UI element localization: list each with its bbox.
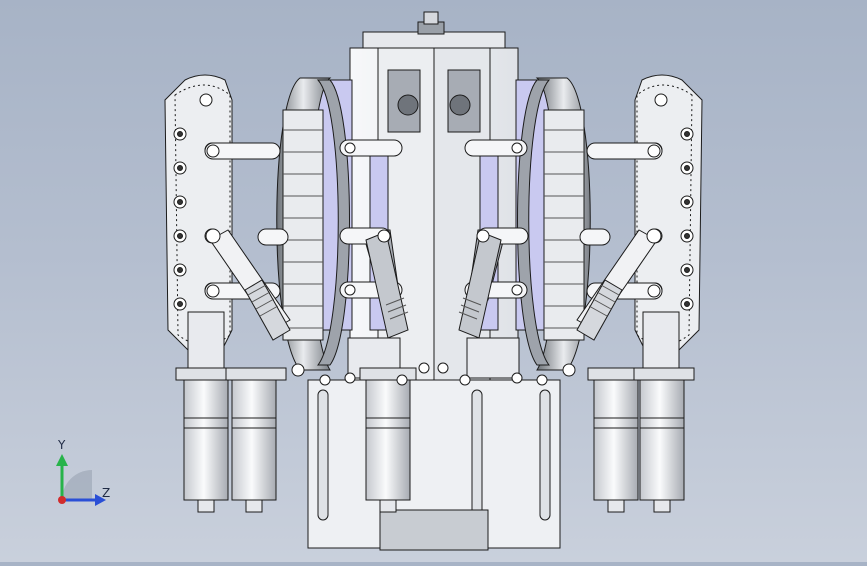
motor-4 bbox=[587, 367, 645, 513]
motor-3 bbox=[359, 367, 417, 513]
pivot-pins bbox=[205, 142, 662, 386]
motor-2 bbox=[225, 367, 287, 513]
y-axis-label: Y bbox=[58, 438, 66, 452]
left-suspension-arm bbox=[209, 229, 291, 341]
axis-triad-icon bbox=[56, 454, 106, 506]
z-axis-label: Z bbox=[102, 486, 111, 500]
coordinate-triad: Y Z bbox=[40, 430, 130, 520]
linkage-bars bbox=[204, 139, 663, 300]
motor-cylinders bbox=[175, 367, 695, 513]
motor-5 bbox=[633, 367, 695, 513]
right-suspension-arm bbox=[576, 229, 658, 341]
center-motor-mounts bbox=[387, 69, 481, 133]
motor-1 bbox=[175, 367, 237, 513]
